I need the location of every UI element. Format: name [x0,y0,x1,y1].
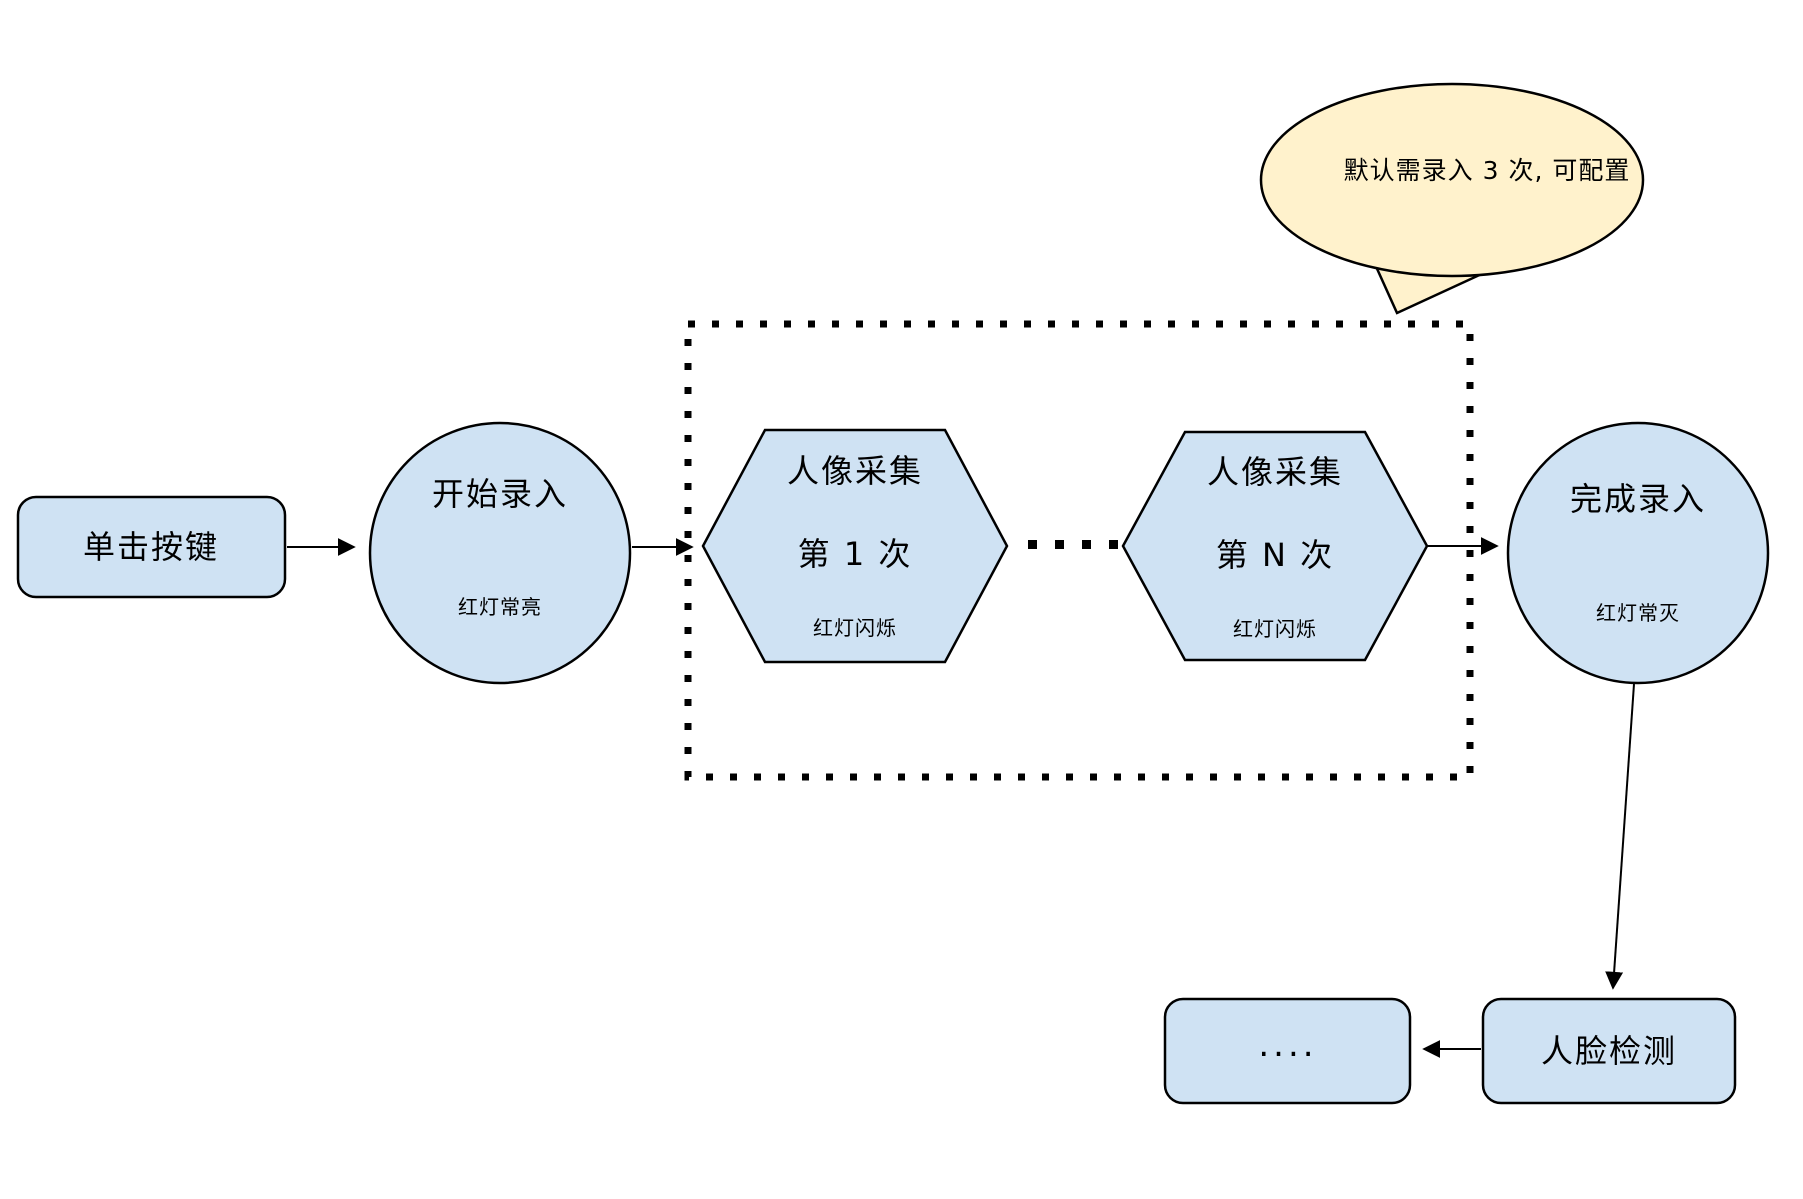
capture-first-status: 红灯闪烁 [813,616,897,640]
separator-dot [1055,540,1064,549]
start-enroll-status: 红灯常亮 [458,595,542,619]
capture-loop-dotted-boundary [684,320,1474,781]
finish-enroll-status: 红灯常灭 [1596,601,1680,625]
node-start-enroll: 开始录入 红灯常亮 [368,421,632,685]
node-continuation: .... [1163,997,1412,1105]
click-button-box [16,495,287,599]
start-enroll-circle [368,421,632,685]
note-bubble: 默认需录入 3 次, 可配置 [1259,82,1645,315]
face-detect-label: 人脸检测 [1541,1032,1677,1070]
continuation-label: .... [1258,1025,1317,1065]
capture-repeat-separator-dots [1028,540,1118,549]
node-face-detect: 人脸检测 [1481,997,1737,1105]
node-capture-first: 人像采集 第 1 次 红灯闪烁 [701,428,1009,664]
note-bubble-text: 默认需录入 3 次, 可配置 [1344,156,1631,185]
note-bubble-body [1259,82,1645,278]
continuation-box [1163,997,1412,1105]
separator-dot [1109,540,1118,549]
separator-dot [1028,540,1037,549]
capture-nth-status: 红灯闪烁 [1233,617,1317,641]
finish-enroll-label: 完成录入 [1570,480,1706,518]
capture-nth-subtitle: 第 N 次 [1216,536,1334,574]
separator-dot [1082,540,1091,549]
node-finish-enroll: 完成录入 红灯常灭 [1506,421,1770,685]
click-button-label: 单击按键 [83,528,219,566]
node-click-button: 单击按键 [16,495,287,599]
capture-first-subtitle: 第 1 次 [798,535,913,573]
start-enroll-label: 开始录入 [432,475,568,513]
capture-first-title: 人像采集 [787,452,923,490]
capture-first-hexagon [701,428,1009,664]
finish-enroll-circle [1506,421,1770,685]
capture-nth-title: 人像采集 [1207,453,1343,491]
face-detect-box [1481,997,1737,1105]
arrow-finish-to-facedetect [1605,683,1635,990]
node-capture-nth: 人像采集 第 N 次 红灯闪烁 [1121,430,1429,662]
